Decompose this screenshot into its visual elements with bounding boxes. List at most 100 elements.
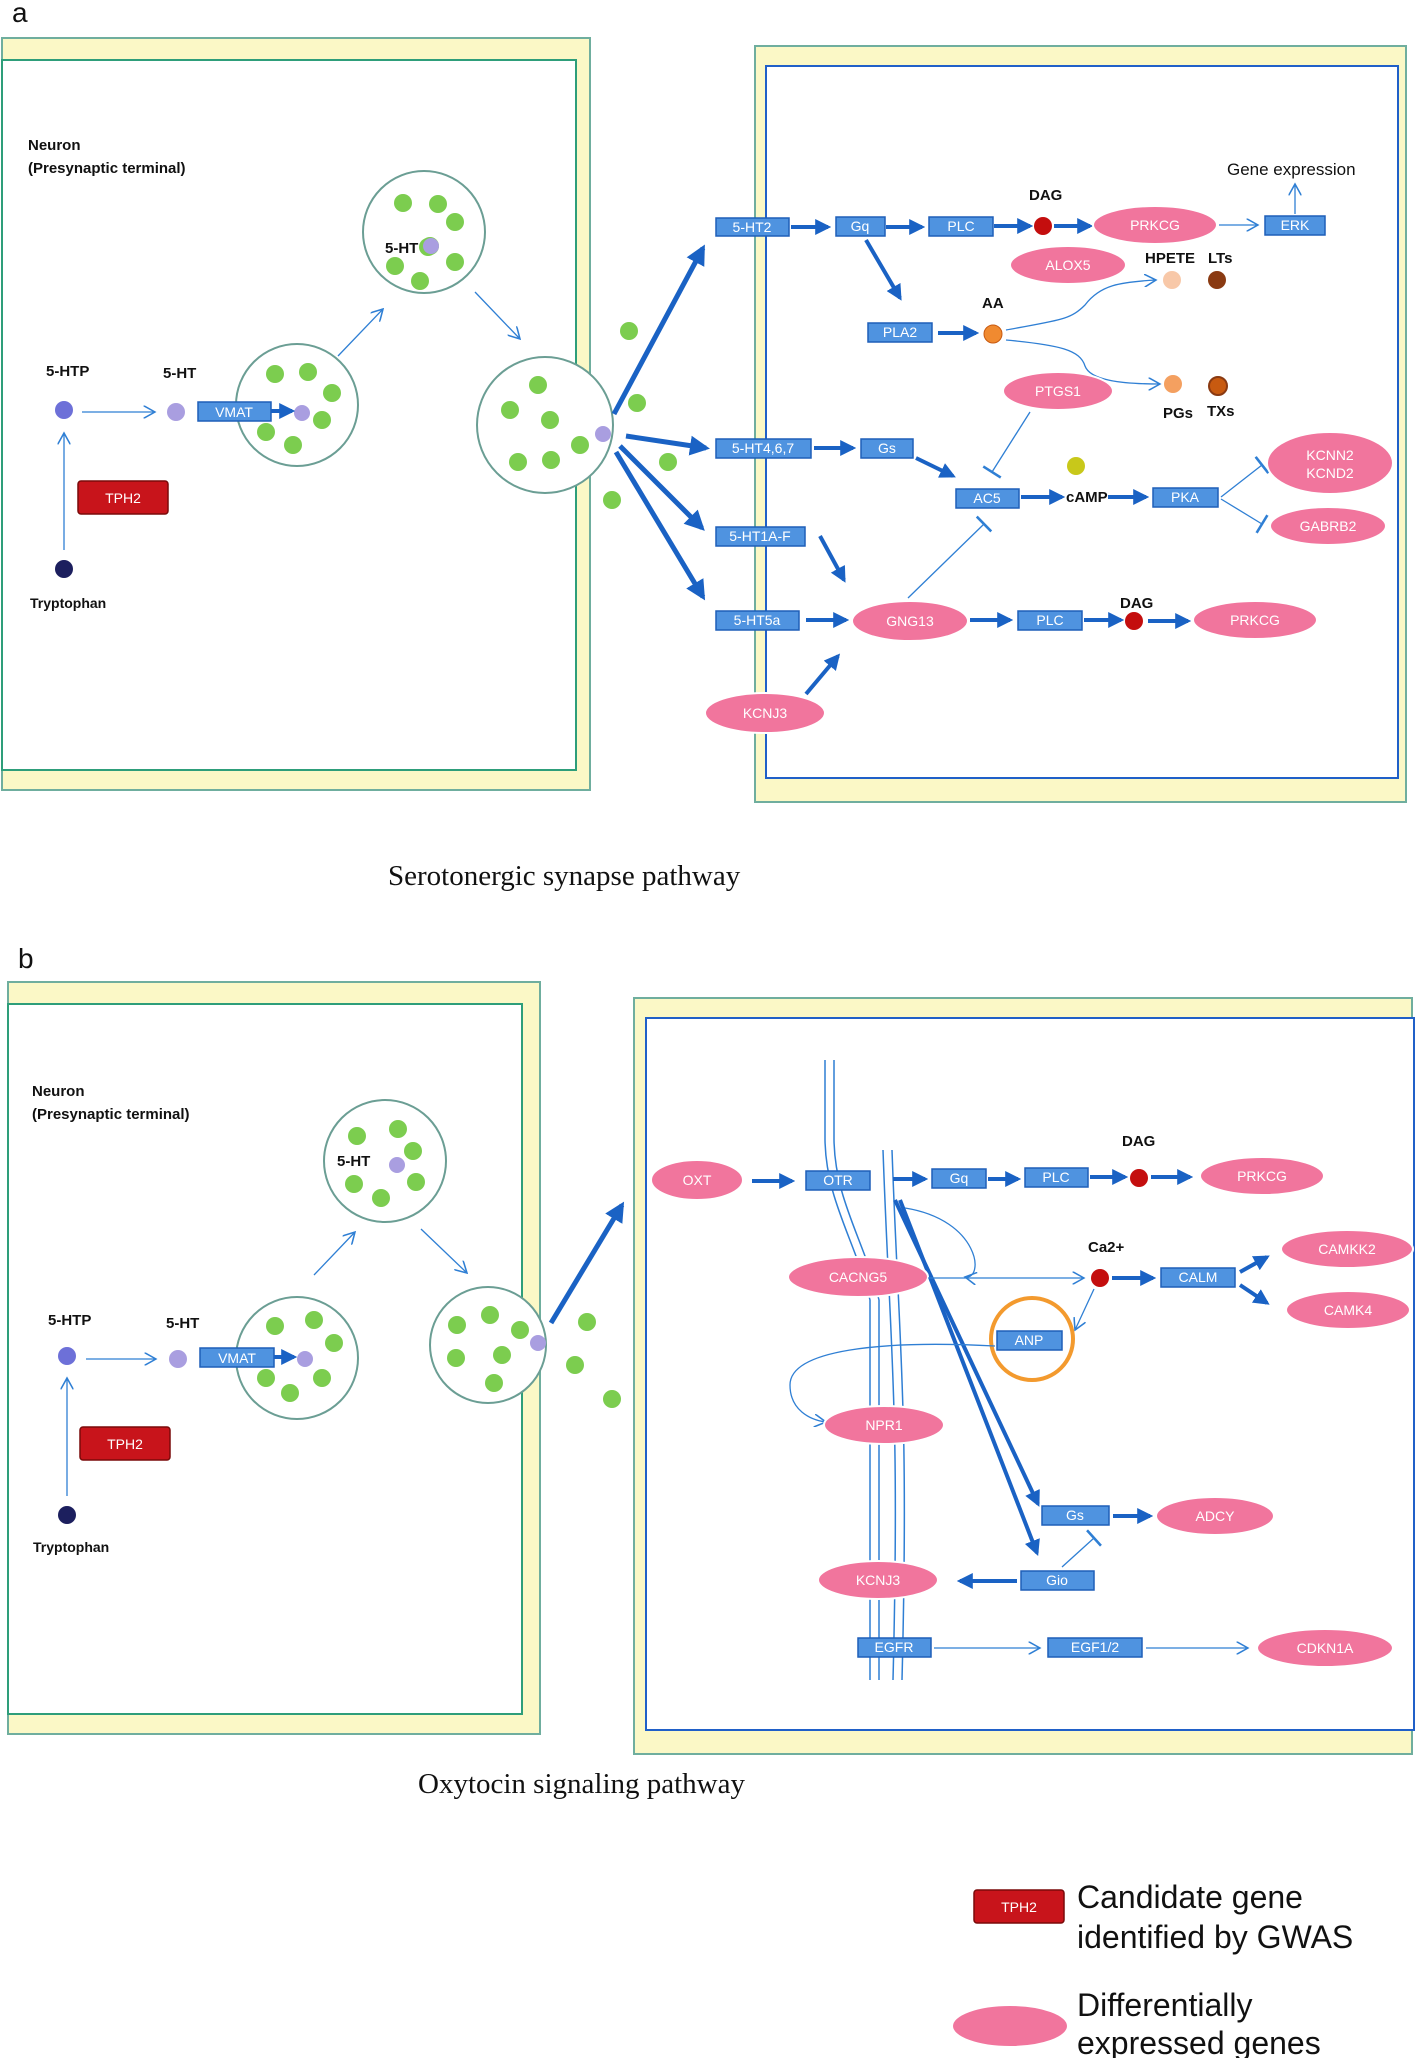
5htp-label-a: 5-HTP <box>46 363 89 380</box>
camk4-ellipse <box>1285 1290 1411 1330</box>
oxt-label: OXT <box>683 1172 712 1188</box>
prkcg-label-b: PRKCG <box>1237 1168 1287 1184</box>
plc-label-a2: PLC <box>1036 612 1063 628</box>
ac5-label: AC5 <box>973 490 1000 506</box>
gio-label: Gio <box>1046 1572 1068 1588</box>
kcnj3-ellipse-a <box>704 692 826 734</box>
camk4-label: CAMK4 <box>1324 1302 1372 1318</box>
ca2-node <box>1091 1269 1109 1287</box>
5htp-node-b <box>58 1347 76 1365</box>
receptor-5ht2-box <box>715 217 790 237</box>
dag-node-b <box>1130 1169 1148 1187</box>
legend-candidate-line1: Candidate gene <box>1077 1879 1303 1915</box>
receptor-5ht5a-box <box>715 610 800 631</box>
camp-label: cAMP <box>1066 489 1108 506</box>
prkcg-ellipse-a2 <box>1192 600 1318 640</box>
panel-b: b Neuron (Presynaptic terminal) 5-HT <box>7 943 1415 1800</box>
vesicle-release-b <box>429 1286 547 1404</box>
caption-b: Oxytocin signaling pathway <box>418 1768 746 1800</box>
erk-label: ERK <box>1281 217 1310 233</box>
legend-tph2-box <box>973 1889 1065 1924</box>
dag-node-a2 <box>1125 612 1143 630</box>
calm-box <box>1160 1267 1236 1288</box>
gq-label-a: Gq <box>851 218 870 234</box>
released-serotonin-a <box>603 322 677 509</box>
kcnj3-label-b: KCNJ3 <box>856 1572 901 1588</box>
pgs-label: PGs <box>1163 405 1193 422</box>
postsynaptic-cell-b <box>633 997 1415 1755</box>
dag-label-b: DAG <box>1122 1133 1155 1150</box>
vesicle-5ht-label-a: 5-HT <box>385 240 418 257</box>
neuron-title-a: Neuron <box>28 137 81 154</box>
dag-node-a1 <box>1034 217 1052 235</box>
vesicle-vmat-a <box>235 343 359 467</box>
cacng5-ellipse <box>787 1256 929 1298</box>
kcnj3-ellipse-b <box>817 1560 939 1600</box>
5htp-label-b: 5-HTP <box>48 1312 91 1329</box>
tryptophan-node-b <box>58 1506 76 1524</box>
egf12-box <box>1047 1637 1143 1658</box>
gng13-ellipse <box>851 600 969 642</box>
kcnd2-label: KCND2 <box>1306 465 1354 481</box>
5htp-node-a <box>55 401 73 419</box>
aa-label: AA <box>982 295 1004 312</box>
caption-a: Serotonergic synapse pathway <box>388 860 741 892</box>
calm-label: CALM <box>1179 1269 1218 1285</box>
released-serotonin-b <box>566 1313 621 1408</box>
prkcg-ellipse-b <box>1199 1156 1325 1196</box>
otr-box <box>805 1170 871 1191</box>
gio-box <box>1020 1570 1095 1591</box>
gs-label-b: Gs <box>1066 1507 1084 1523</box>
vmat-label-b: VMAT <box>218 1350 256 1366</box>
postsynaptic-cell-a <box>754 45 1407 803</box>
cdkn1a-label: CDKN1A <box>1297 1640 1354 1656</box>
receptor-5ht467-box <box>715 438 812 459</box>
npr1-label: NPR1 <box>865 1417 903 1433</box>
tryptophan-node-a <box>55 560 73 578</box>
pla2-box <box>867 322 933 343</box>
pla2-label: PLA2 <box>883 324 917 340</box>
tph2-box-b <box>79 1426 171 1461</box>
plc-label-a1: PLC <box>947 218 974 234</box>
plc-box-b <box>1024 1167 1089 1188</box>
otr-label: OTR <box>823 1172 853 1188</box>
5ht-label-b: 5-HT <box>166 1315 199 1332</box>
kcnj3-label-a: KCNJ3 <box>743 705 788 721</box>
5ht-node-b <box>169 1350 187 1368</box>
prkcg-label-a2: PRKCG <box>1230 612 1280 628</box>
vesicle-5ht-label-b: 5-HT <box>337 1153 370 1170</box>
5ht-label-a: 5-HT <box>163 365 196 382</box>
legend-candidate-line2: identified by GWAS <box>1077 1919 1353 1955</box>
gabrb2-ellipse <box>1269 506 1387 546</box>
alox5-label: ALOX5 <box>1045 257 1090 273</box>
egf12-label: EGF1/2 <box>1071 1639 1119 1655</box>
gene-expression-label: Gene expression <box>1227 160 1356 179</box>
egfr-box <box>857 1637 932 1658</box>
legend-deg-line1: Differentially <box>1077 1987 1252 2023</box>
gng13-label: GNG13 <box>886 613 934 629</box>
panel-b-label: b <box>18 943 34 974</box>
vesicle-top-a <box>362 170 486 294</box>
kcnn2-label: KCNN2 <box>1306 447 1354 463</box>
lts-node <box>1208 271 1226 289</box>
receptor-5ht1af-box <box>715 526 806 547</box>
plc-label-b: PLC <box>1042 1169 1069 1185</box>
tph2-label-a: TPH2 <box>105 490 141 506</box>
npr1-ellipse <box>823 1405 945 1445</box>
ca2-label: Ca2+ <box>1088 1239 1125 1256</box>
gabrb2-label: GABRB2 <box>1300 518 1357 534</box>
receptor-5ht5a-label: 5-HT5a <box>734 612 781 628</box>
receptor-5ht1af-label: 5-HT1A-F <box>729 528 790 544</box>
neuron-title-b: Neuron <box>32 1083 85 1100</box>
vmat-label-a: VMAT <box>215 404 253 420</box>
tph2-label-b: TPH2 <box>107 1436 143 1452</box>
plc-box-a1 <box>928 216 994 237</box>
gs-box-a <box>860 438 914 459</box>
pgs-node <box>1164 375 1182 393</box>
gq-box-b <box>931 1168 987 1189</box>
adcy-label: ADCY <box>1196 1508 1236 1524</box>
gs-label-a: Gs <box>878 440 896 456</box>
panel-a: a Neuron (Presynaptic terminal) 5-HT <box>1 0 1407 892</box>
panel-a-label: a <box>12 0 28 28</box>
